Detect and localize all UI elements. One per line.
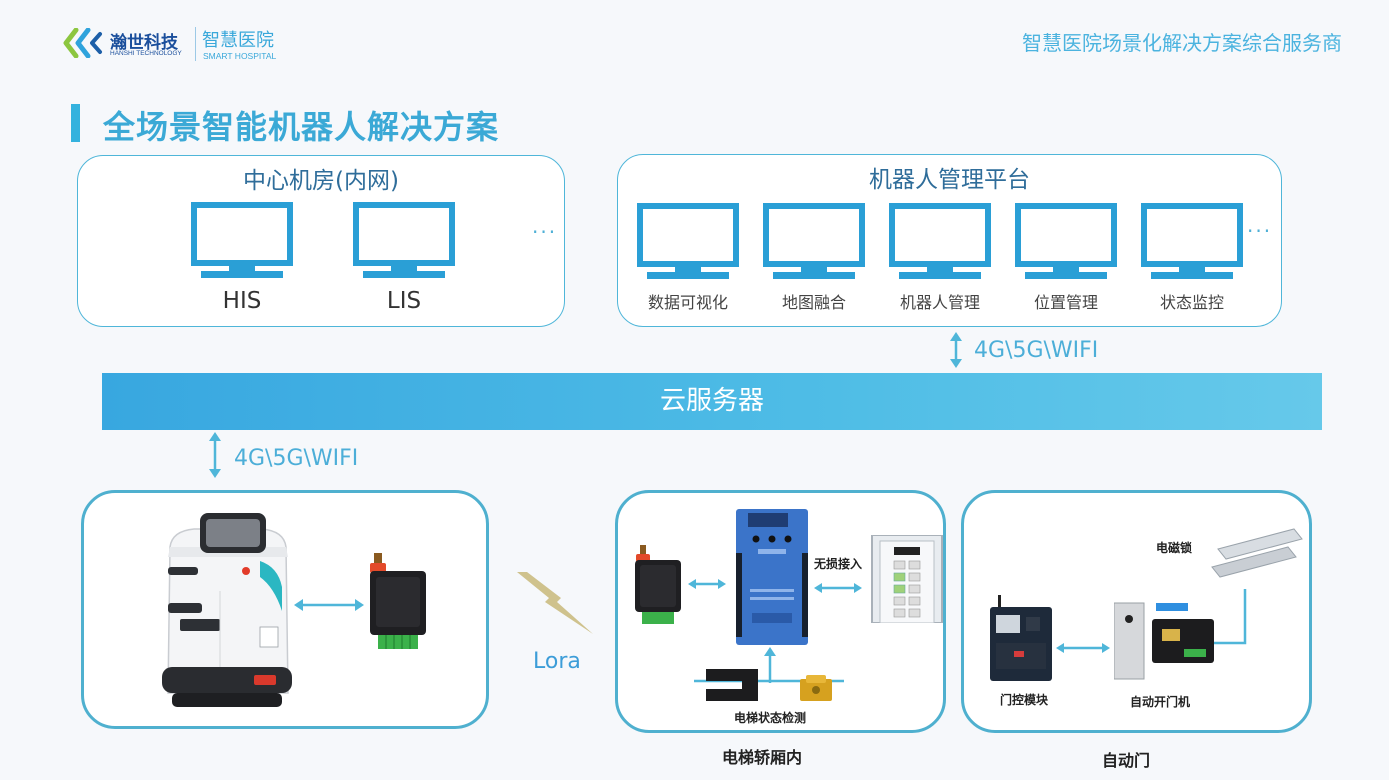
monitor-icon bbox=[889, 203, 991, 279]
logo: 瀚世科技 HANSHI TECHNOLOGY 智慧医院 SMART HOSPIT… bbox=[62, 24, 294, 68]
double-arrow-icon bbox=[814, 583, 862, 593]
door-opener-label: 自动开门机 bbox=[1130, 695, 1191, 709]
proximity-sensor-image bbox=[800, 675, 832, 701]
title-accent-bar bbox=[71, 104, 80, 142]
cloud-server-bar[interactable]: 云服务器 bbox=[102, 373, 1322, 430]
logo-chevron-icon bbox=[63, 28, 102, 58]
robot-platform-panel: 机器人管理平台 数据可视化 地图融合 机器人管理 位置管理 bbox=[617, 154, 1282, 327]
system-label: HIS bbox=[222, 288, 262, 314]
monitor-lis[interactable]: LIS bbox=[353, 202, 455, 322]
double-arrow-icon bbox=[950, 332, 962, 368]
wireless-signal-icon bbox=[517, 572, 593, 634]
magnetic-lock-label: 电磁锁 bbox=[1156, 541, 1193, 555]
cloud-server-label: 云服务器 bbox=[659, 386, 764, 416]
link-label-top: 4G\5G\WIFI bbox=[974, 338, 1099, 363]
logo-brand: 瀚世科技 bbox=[110, 33, 178, 52]
double-arrow-icon bbox=[209, 432, 221, 478]
double-arrow-icon bbox=[688, 579, 726, 589]
door-control-module-image bbox=[990, 595, 1052, 681]
slot-sensor-image bbox=[706, 669, 758, 701]
center-room-panel: 中心机房(内网) HIS LIS ··· bbox=[77, 155, 565, 327]
logo-sub: 智慧医院 bbox=[202, 30, 274, 50]
logo-sub-en: SMART HOSPITAL bbox=[203, 51, 277, 61]
monitor-icon bbox=[1141, 203, 1243, 279]
module-label: 机器人管理 bbox=[899, 293, 980, 312]
lossless-label: 无损接入 bbox=[814, 557, 863, 571]
magnetic-lock-image bbox=[1211, 528, 1303, 578]
logo-divider bbox=[195, 27, 196, 61]
door-opener-image bbox=[1114, 602, 1214, 680]
page-title: 全场景智能机器人解决方案 bbox=[103, 109, 500, 145]
auto-door-caption: 自动门 bbox=[1102, 753, 1151, 770]
monitor-his[interactable]: HIS bbox=[191, 202, 293, 322]
lora-label: Lora bbox=[533, 649, 581, 674]
robot-platform-title: 机器人管理平台 bbox=[869, 167, 1030, 193]
module-label: 位置管理 bbox=[1033, 293, 1098, 312]
elevator-panel: 无损接入 电梯状态检测 bbox=[615, 490, 946, 733]
system-label: LIS bbox=[386, 288, 422, 314]
link-label-bottom: 4G\5G\WIFI bbox=[234, 446, 359, 471]
module-status-monitoring[interactable]: 状态监控 bbox=[1141, 203, 1243, 318]
more-systems: ··· bbox=[532, 220, 558, 244]
tagline: 智慧医院场景化解决方案综合服务商 bbox=[1022, 33, 1342, 55]
module-robot-management[interactable]: 机器人管理 bbox=[889, 203, 991, 318]
up-arrow-icon bbox=[764, 647, 776, 683]
elevator-controller-image bbox=[736, 509, 808, 645]
module-label: 数据可视化 bbox=[647, 293, 728, 312]
monitor-icon bbox=[191, 202, 293, 278]
module-location-management[interactable]: 位置管理 bbox=[1015, 203, 1117, 318]
monitor-icon bbox=[1015, 203, 1117, 279]
door-module-label: 门控模块 bbox=[1000, 693, 1049, 707]
gateway-module-image bbox=[635, 545, 681, 624]
module-label: 状态监控 bbox=[1159, 293, 1224, 312]
monitor-icon bbox=[353, 202, 455, 278]
module-map-fusion[interactable]: 地图融合 bbox=[763, 203, 865, 318]
gateway-module-image bbox=[370, 553, 426, 649]
double-arrow-icon bbox=[1056, 643, 1110, 653]
auto-door-panel: 电磁锁 门控模块 自动开门机 bbox=[961, 490, 1312, 733]
monitor-icon bbox=[763, 203, 865, 279]
status-detect-label: 电梯状态检测 bbox=[734, 711, 807, 725]
elevator-caption: 电梯轿厢内 bbox=[722, 750, 803, 767]
more-modules: ··· bbox=[1247, 219, 1273, 243]
robot-panel bbox=[81, 490, 489, 729]
double-arrow-icon bbox=[294, 599, 364, 611]
module-label: 地图融合 bbox=[781, 293, 846, 312]
center-room-title: 中心机房(内网) bbox=[243, 168, 399, 194]
elevator-button-panel-image bbox=[871, 535, 943, 623]
logo-brand-en: HANSHI TECHNOLOGY bbox=[110, 50, 182, 57]
delivery-robot-image bbox=[162, 513, 292, 707]
monitor-icon bbox=[637, 203, 739, 279]
module-data-visualization[interactable]: 数据可视化 bbox=[637, 203, 739, 318]
